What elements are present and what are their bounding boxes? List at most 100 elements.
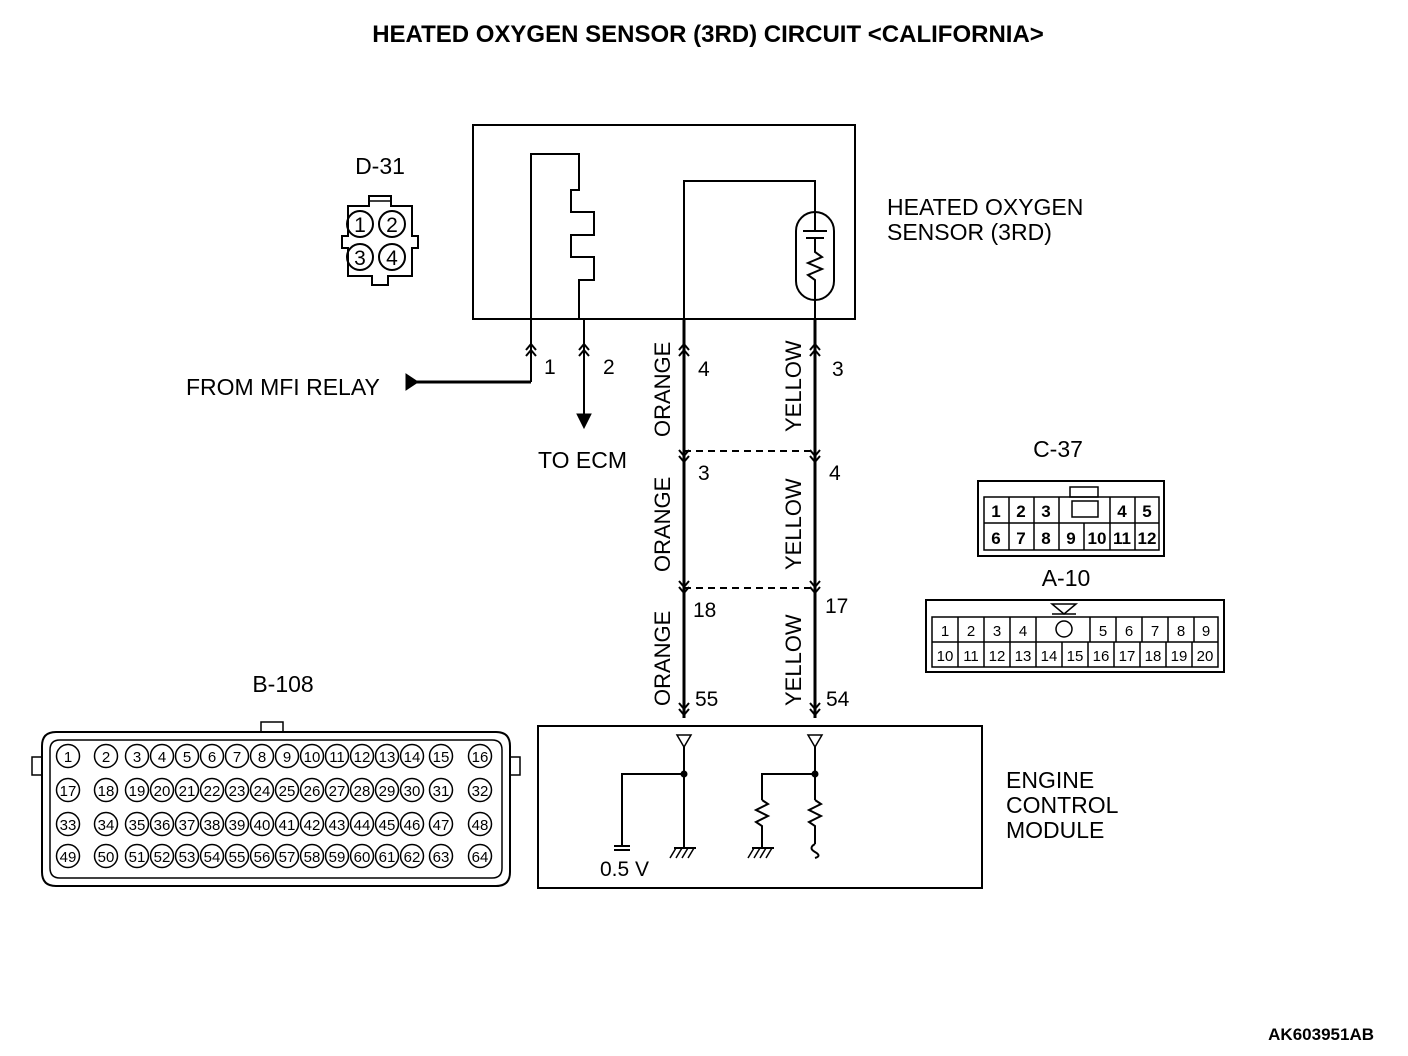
b108-pin-circle <box>249 843 275 869</box>
wire-color-orange-2: ORANGE <box>650 477 675 572</box>
wire-color-yellow-1: YELLOW <box>781 340 806 432</box>
b108-pin: 37 <box>179 817 196 834</box>
connector-a10-name: A-10 <box>1042 565 1091 591</box>
b108-pin: 11 <box>329 749 345 766</box>
b108-pin-circle <box>249 743 275 769</box>
b108-pin-circle <box>55 843 81 869</box>
b108-pin-circle <box>199 743 225 769</box>
b108-pin: 59 <box>329 849 346 866</box>
reference-code: AK603951AB <box>1268 1025 1374 1044</box>
c37-pin: 10 <box>1088 529 1107 548</box>
b108-pin: 49 <box>60 849 77 866</box>
b108-pin-circle <box>399 777 425 803</box>
b108-pin-circle <box>324 843 350 869</box>
b108-pin: 42 <box>304 817 321 834</box>
heater-wires: 1 FROM MFI RELAY 2 TO ECM <box>186 319 627 473</box>
wire-color-yellow-2: YELLOW <box>781 478 806 570</box>
b108-pin-circle <box>374 777 400 803</box>
a10-pin: 10 <box>937 648 954 665</box>
b108-pin-circle <box>249 777 275 803</box>
ground-icon <box>747 847 774 859</box>
connector-c37-name: C-37 <box>1033 436 1083 462</box>
b108-pin-circle <box>93 811 119 837</box>
b108-pin: 41 <box>279 817 296 834</box>
pin-orange-sensor: 4 <box>698 358 710 381</box>
b108-pin: 27 <box>329 783 346 800</box>
b108-pin-circle <box>299 843 325 869</box>
b108-pin-circle <box>399 811 425 837</box>
b108-pin: 15 <box>433 749 450 766</box>
b108-pin: 45 <box>379 817 396 834</box>
a10-pin: 6 <box>1125 623 1133 640</box>
pin-heater-ecm: 2 <box>603 356 615 379</box>
c37-pin: 12 <box>1138 529 1157 548</box>
b108-pin-circle <box>124 811 150 837</box>
a10-pin: 17 <box>1119 648 1136 665</box>
b108-pin-circle <box>467 811 493 837</box>
b108-pin-circle <box>93 743 119 769</box>
b108-pin: 17 <box>60 783 77 800</box>
b108-pin: 52 <box>154 849 171 866</box>
a10-pin: 18 <box>1145 648 1162 665</box>
wire-color-orange-1: ORANGE <box>650 342 675 437</box>
b108-pin: 32 <box>472 783 489 800</box>
b108-pin: 54 <box>204 849 221 866</box>
a10-pin: 12 <box>989 648 1006 665</box>
b108-pin-circle <box>428 777 454 803</box>
b108-pin: 60 <box>354 849 371 866</box>
pin-orange-c37: 3 <box>698 462 710 485</box>
b108-pin-circle <box>124 843 150 869</box>
b108-pin-circle <box>467 843 493 869</box>
b108-pin-circle <box>349 777 375 803</box>
diagram-title: HEATED OXYGEN SENSOR (3RD) CIRCUIT <CALI… <box>372 21 1044 48</box>
b108-pin-circle <box>199 777 225 803</box>
a10-pin: 1 <box>941 623 949 640</box>
b108-pin-circle <box>93 777 119 803</box>
b108-pin-circle <box>428 843 454 869</box>
b108-pin-circle <box>55 743 81 769</box>
a10-pin: 11 <box>963 648 979 665</box>
c37-pin: 8 <box>1041 529 1050 548</box>
connector-d31-name: D-31 <box>355 153 405 179</box>
c37-pin: 5 <box>1142 502 1151 521</box>
b108-pin: 33 <box>60 817 77 834</box>
b108-pin: 30 <box>404 783 421 800</box>
b108-pin: 2 <box>102 749 110 766</box>
c37-pin: 9 <box>1066 529 1075 548</box>
sensor-label-line1: HEATED OXYGEN <box>887 194 1083 220</box>
a10-pin: 15 <box>1067 648 1084 665</box>
b108-pin-circle <box>299 743 325 769</box>
b108-pin-circle <box>224 743 250 769</box>
b108-pin: 14 <box>404 749 421 766</box>
c37-pin: 1 <box>991 502 1000 521</box>
b108-pin: 16 <box>472 749 489 766</box>
pin-yellow-ecm: 54 <box>826 688 850 711</box>
b108-pin: 22 <box>204 783 221 800</box>
b108-pin: 35 <box>129 817 146 834</box>
b108-pin: 38 <box>204 817 221 834</box>
sensor-label-line2: SENSOR (3RD) <box>887 219 1052 245</box>
b108-pin-circle <box>149 743 175 769</box>
b108-pin: 46 <box>404 817 421 834</box>
b108-pin-circle <box>399 843 425 869</box>
signal-wires: 4 3 3 4 18 17 55 54 ORANGE ORANGE ORANGE… <box>650 319 850 718</box>
engine-control-module: 0.5 V ENGINE CONTROL MODULE <box>537 725 1119 889</box>
b108-pin-circle <box>299 777 325 803</box>
connector-d31: D-31 1 2 3 4 <box>341 153 419 286</box>
a10-pin: 9 <box>1202 623 1210 640</box>
b108-pin: 39 <box>229 817 246 834</box>
b108-pin-circle <box>274 743 300 769</box>
c37-pin: 6 <box>991 529 1000 548</box>
b108-pin-circle <box>349 811 375 837</box>
d31-pin-2: 2 <box>386 214 398 237</box>
b108-pin: 50 <box>98 849 115 866</box>
b108-pin: 34 <box>98 817 115 834</box>
c37-pin: 3 <box>1041 502 1050 521</box>
b108-pin: 20 <box>154 783 171 800</box>
ecm-label-line2: CONTROL <box>1006 792 1119 818</box>
b108-pin: 31 <box>433 783 450 800</box>
